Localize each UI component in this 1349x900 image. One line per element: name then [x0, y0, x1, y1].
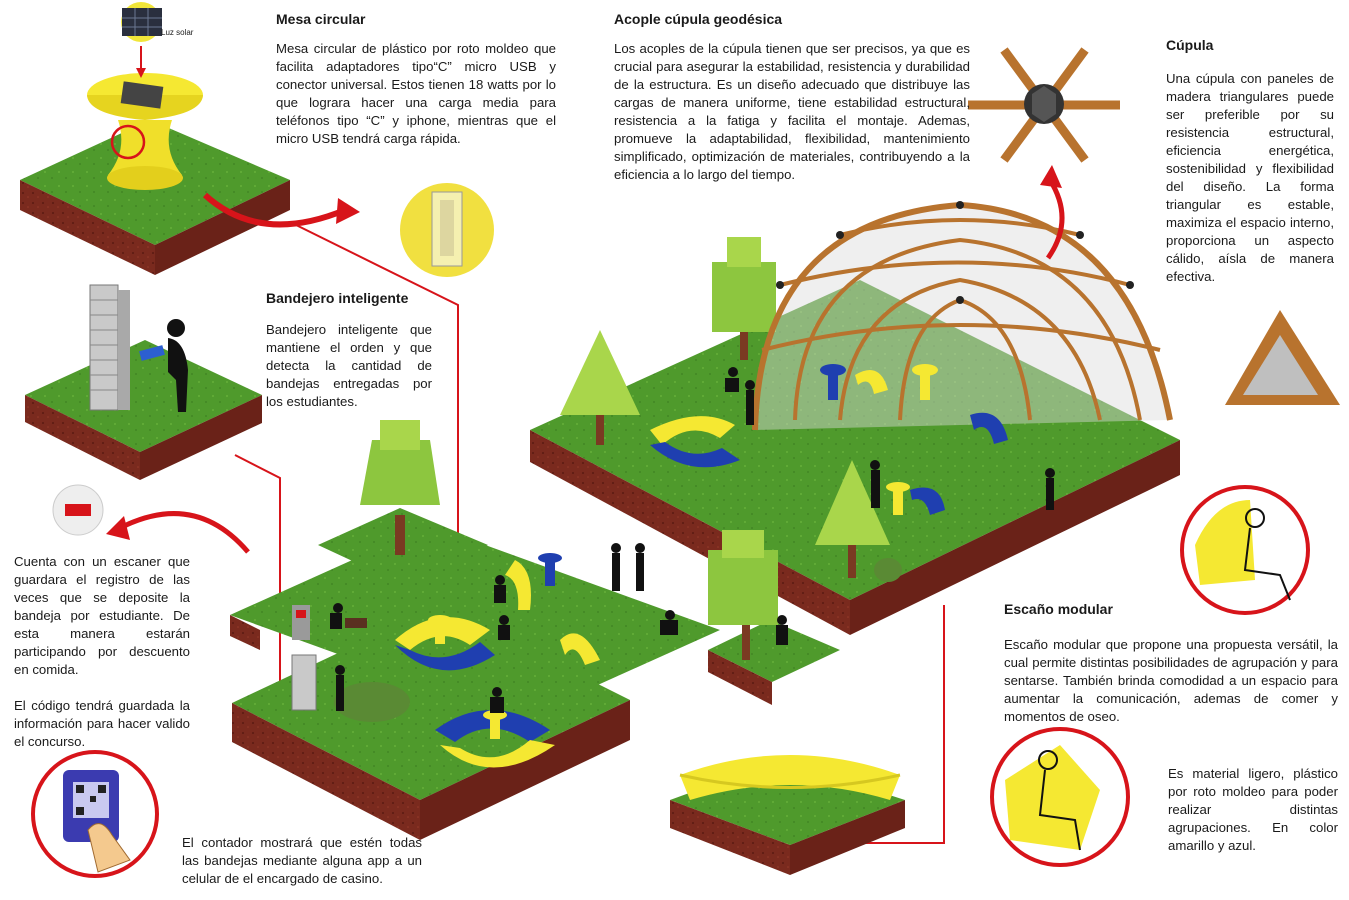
trees	[334, 237, 902, 722]
acople-text: Los acoples de la cúpula tienen que ser …	[614, 41, 970, 182]
mesa-title: Mesa circular	[276, 11, 366, 27]
cupula-title: Cúpula	[1166, 37, 1214, 53]
mesa-text: Mesa circular de plástico por roto molde…	[276, 41, 556, 146]
acople-title: Acople cúpula geodésica	[614, 11, 783, 27]
contador-text: El contador mostrará que estén todas las…	[182, 835, 422, 886]
bandejero-tile	[25, 284, 262, 480]
people-silhouettes	[330, 367, 1055, 713]
bandejero-text: Bandejero inteligente que mantiene el or…	[266, 322, 432, 409]
material-text: Es material ligero, plástico por roto mo…	[1168, 766, 1338, 853]
bench-tile	[670, 755, 905, 875]
solar-label: Luz solar	[161, 28, 194, 37]
wood-triangle-icon	[1225, 310, 1340, 405]
qr-phone-icon	[31, 750, 159, 878]
bandejero-title: Bandejero inteligente	[266, 290, 409, 306]
mini-bandejeros	[291, 605, 367, 711]
bench-seated-icon-2	[990, 727, 1130, 867]
solar-panel-icon	[121, 2, 162, 42]
cupula-text: Una cúpula con paneles de madera triangu…	[1166, 71, 1334, 284]
escano-title: Escaño modular	[1004, 601, 1113, 617]
bench-seated-icon-1	[1180, 485, 1310, 615]
escano-text: Escaño modular que propone una propuesta…	[1004, 637, 1338, 724]
usb-zoom-icon	[400, 183, 494, 277]
scanner-icon	[52, 484, 104, 536]
escaner-text: Cuenta con un escaner que guardara el re…	[14, 554, 190, 677]
mesa-tile	[20, 73, 290, 275]
dome-joint-icon	[968, 47, 1120, 163]
benches	[395, 364, 1008, 768]
codigo-text: El código tendrá guardada la información…	[14, 698, 190, 749]
geodesic-dome	[752, 201, 1173, 431]
